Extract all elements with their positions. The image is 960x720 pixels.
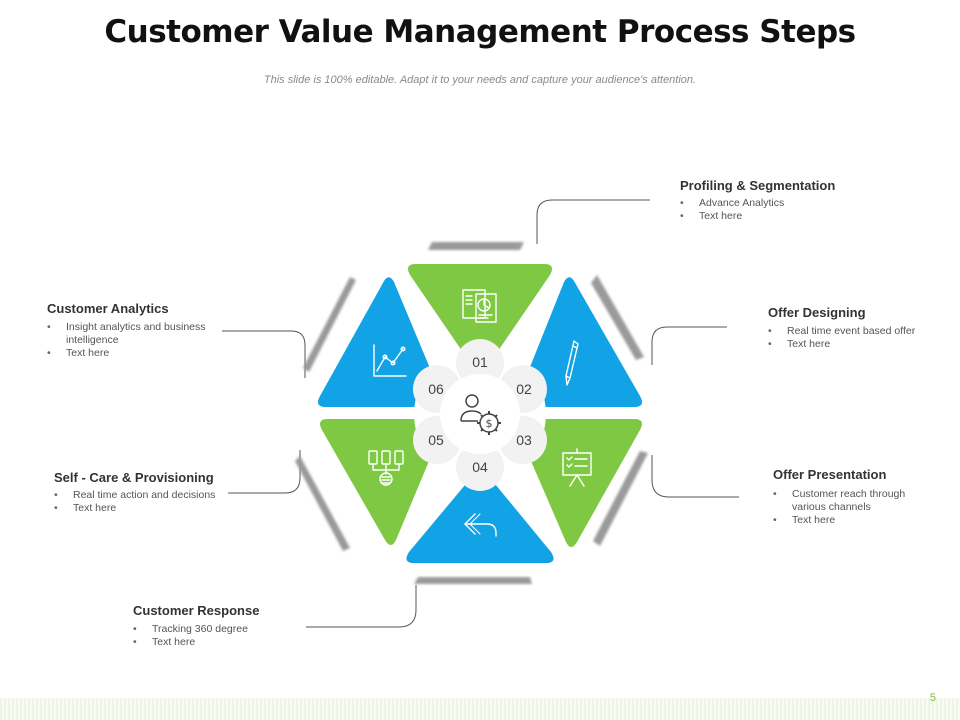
number-pad-04 [456,443,504,491]
connector-customer-response [306,585,417,628]
footer-band [0,698,960,720]
bullet-item: Customer reach through various channels [773,488,928,514]
shadow-bar-top [428,242,524,250]
card-profiling-segmentation: Profiling & Segmentation Advance Analyti… [650,164,860,236]
card-title: Self - Care & Provisioning [54,470,214,485]
card-title: Offer Designing [768,305,866,320]
segment-04 [406,469,554,563]
connector-profiling [536,199,652,244]
card-bullets: Insight analytics and business intellige… [47,321,217,360]
presentation-board-icon [562,448,592,487]
bullet-item: Text here [54,502,224,515]
card-bullets: Tracking 360 degree Text here [133,623,293,649]
step-number-01: 01 [472,354,488,370]
phones-database-icon [368,450,404,486]
number-pad-01 [456,339,504,387]
bullet-item: Real time action and decisions [54,489,224,502]
customer-dollar-gear-icon: $ [460,394,501,435]
bullet-item: Text here [773,514,928,527]
card-bullets: Real time action and decisions Text here [54,489,224,515]
card-title: Customer Response [133,603,260,618]
step-number-05: 05 [428,432,444,448]
card-title: Offer Presentation [773,467,887,482]
shadow-bar-upper-right [591,275,644,360]
connector-offer-designing [651,326,727,365]
page-subtitle: This slide is 100% editable. Adapt it to… [263,74,697,86]
connector-customer-analytics [222,330,306,378]
bullet-item: Tracking 360 degree [133,623,293,636]
step-number-03: 03 [516,432,532,448]
card-title: Profiling & Segmentation [680,178,836,193]
card-offer-presentation: Offer Presentation Customer reach throug… [739,460,949,532]
bullet-item: Text here [47,347,217,360]
card-self-care-provisioning: Self - Care & Provisioning Real time act… [16,459,228,529]
bullet-item: Text here [680,210,850,223]
card-customer-analytics: Customer Analytics Insight analytics and… [12,293,222,366]
bullet-item: Real time event based offer [768,325,933,338]
step-number-02: 02 [516,381,532,397]
shadow-bar-lower-right [593,451,648,546]
shadow-bar-lower-left [295,456,350,551]
card-bullets: Advance Analytics Text here [680,197,850,223]
shadow-bar-bottom [414,577,532,584]
pencil-icon [565,340,579,386]
reply-arrow-icon [464,513,497,537]
card-offer-designing: Offer Designing Real time event based of… [727,292,937,364]
card-bullets: Customer reach through various channels … [773,488,928,527]
document-chart-icon [462,289,497,323]
svg-text:$: $ [486,417,493,430]
segment-02 [517,277,642,407]
connector-offer-presentation [651,455,739,498]
step-number-04: 04 [472,459,488,475]
segment-06 [318,277,443,407]
step-number-06: 06 [428,381,444,397]
page-number: 5 [929,692,936,704]
connector-self-care [228,450,301,494]
bullet-item: Text here [768,338,933,351]
segment-03 [517,419,642,547]
card-title: Customer Analytics [47,301,169,316]
card-customer-response: Customer Response Tracking 360 degree Te… [98,591,306,663]
bullet-item: Insight analytics and business intellige… [47,321,217,347]
card-bullets: Real time event based offer Text here [768,325,933,351]
page-title: Customer Value Management Process Steps [104,14,856,50]
bullet-item: Text here [133,636,293,649]
shadow-bar-upper-left [303,277,356,372]
bullet-item: Advance Analytics [680,197,850,210]
line-chart-icon [373,344,407,377]
